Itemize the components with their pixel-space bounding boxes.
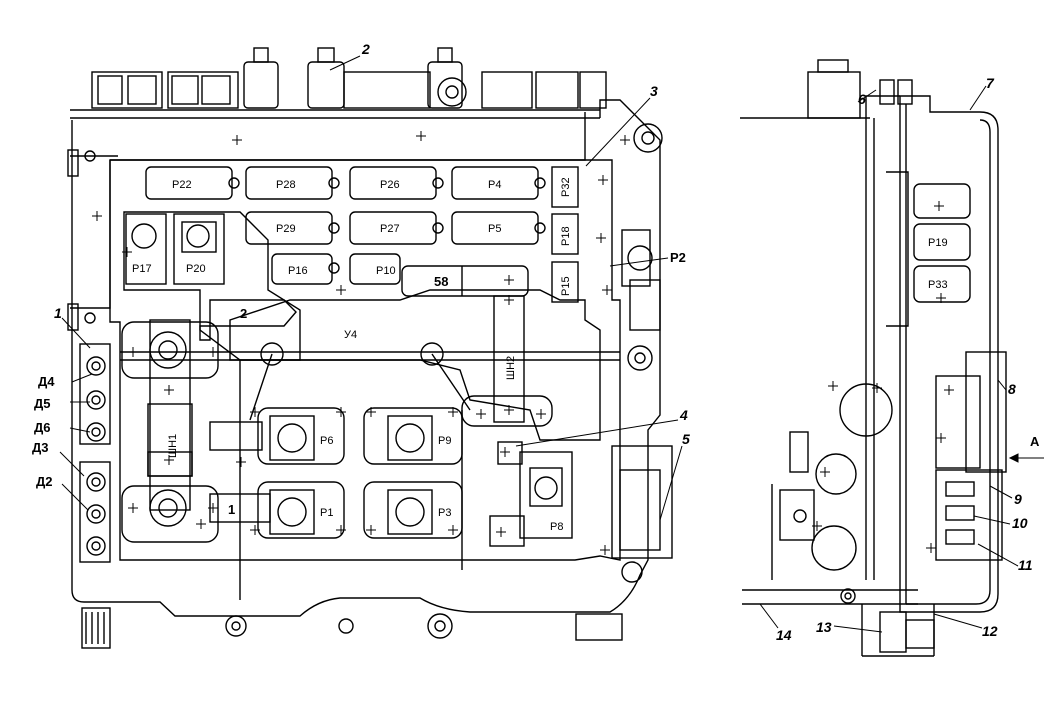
label-p19: P19 xyxy=(928,237,948,249)
relay-labels: P22 P28 P26 P4 P32 P29 P27 P5 P18 P16 P1… xyxy=(132,177,948,533)
leader-lines xyxy=(59,55,1044,633)
callout-1: 1 xyxy=(54,305,62,321)
relay-p33-body xyxy=(913,265,971,303)
label-u4: У4 xyxy=(344,329,357,341)
label-p28: P28 xyxy=(276,179,296,191)
plate-labels: У4 ШН1 ШН2 58 2 1 xyxy=(167,274,517,517)
label-p27: P27 xyxy=(380,223,400,235)
callout-3: 3 xyxy=(650,83,658,99)
label-p16: P16 xyxy=(288,265,308,277)
diode-block-upper xyxy=(79,343,111,445)
label-p33: P33 xyxy=(928,279,948,291)
callout-numbers: 1 2 3 4 5 6 7 8 9 10 11 12 13 14 xyxy=(54,41,1033,643)
label-p18: P18 xyxy=(560,226,572,246)
label-58: 58 xyxy=(434,274,448,289)
label-p4: P4 xyxy=(488,179,501,191)
label-p22: P22 xyxy=(172,179,192,191)
label-p2: P2 xyxy=(670,250,686,265)
relay-p8-body xyxy=(519,451,573,539)
plate-58 xyxy=(401,265,529,297)
label-p5: P5 xyxy=(488,223,501,235)
label-plate-1: 1 xyxy=(228,502,235,517)
label-p6: P6 xyxy=(320,435,333,447)
diode-block-lower xyxy=(79,461,111,563)
label-p10: P10 xyxy=(376,265,396,277)
relay-p26-body xyxy=(349,166,437,200)
label-plate-2: 2 xyxy=(240,306,247,321)
label-d3: Д3 xyxy=(32,440,49,455)
label-view-a: A xyxy=(1030,434,1040,449)
label-p15: P15 xyxy=(560,276,572,296)
label-p32: P32 xyxy=(560,177,572,197)
relay-p6-body xyxy=(257,407,345,465)
label-d6: Д6 xyxy=(34,420,51,435)
label-p1: P1 xyxy=(320,507,333,519)
callout-10: 10 xyxy=(1012,515,1028,531)
label-p17: P17 xyxy=(132,263,152,275)
relay-p17-body xyxy=(125,213,167,285)
callout-11: 11 xyxy=(1018,557,1033,573)
mounting-crosses xyxy=(92,131,630,555)
top-connectors xyxy=(70,47,607,119)
callout-9: 9 xyxy=(1014,491,1022,507)
label-sh2: ШН2 xyxy=(505,356,517,380)
label-d5: Д5 xyxy=(34,396,51,411)
callout-5: 5 xyxy=(682,431,690,447)
callout-7: 7 xyxy=(986,75,995,91)
plate-p6-link xyxy=(209,421,263,451)
relay-p4-body xyxy=(451,166,539,200)
relay-p20-body xyxy=(173,213,225,285)
relay-p28-body xyxy=(245,166,333,200)
relay-p9-body xyxy=(363,407,463,465)
relay-p1-body xyxy=(257,481,345,539)
label-p29: P29 xyxy=(276,223,296,235)
plate-u4 xyxy=(229,289,601,441)
right-crosses xyxy=(812,201,954,553)
plate-2 xyxy=(209,299,297,327)
diode-labels: Д4 Д5 Д6 Д3 Д2 xyxy=(32,374,55,489)
relay-p5-body xyxy=(451,211,539,245)
relay-studs xyxy=(228,177,546,274)
label-p9: P9 xyxy=(438,435,451,447)
right-view xyxy=(740,59,1007,657)
relay-p18-body xyxy=(551,213,579,255)
relay-p22-body xyxy=(145,166,233,200)
callout-8: 8 xyxy=(1008,381,1016,397)
housing-outline xyxy=(71,99,661,617)
relay-p16-body xyxy=(271,253,333,285)
relay-p3-body xyxy=(363,481,463,539)
callout-4: 4 xyxy=(679,407,688,423)
housing-section xyxy=(899,95,999,613)
left-view xyxy=(67,47,673,649)
callout-14: 14 xyxy=(776,627,792,643)
label-d4: Д4 xyxy=(38,374,55,389)
callout-6: 6 xyxy=(858,91,866,107)
mounting-plate xyxy=(109,159,621,561)
callout-12: 12 xyxy=(982,623,998,639)
relay-p19-body xyxy=(913,223,971,261)
label-p8: P8 xyxy=(550,521,563,533)
callout-13: 13 xyxy=(816,619,832,635)
label-d2: Д2 xyxy=(36,474,53,489)
relay-p10-body xyxy=(349,253,401,285)
label-p20: P20 xyxy=(186,263,206,275)
relay-p29-body xyxy=(245,211,333,245)
callout-2: 2 xyxy=(361,41,370,57)
terminal-block-section xyxy=(935,469,1003,561)
label-p3: P3 xyxy=(438,507,451,519)
relay-p27-body xyxy=(349,211,437,245)
label-sh1: ШН1 xyxy=(167,434,179,458)
relay-p32-body xyxy=(551,166,579,208)
relay-p15-body xyxy=(551,261,579,303)
label-p26: P26 xyxy=(380,179,400,191)
